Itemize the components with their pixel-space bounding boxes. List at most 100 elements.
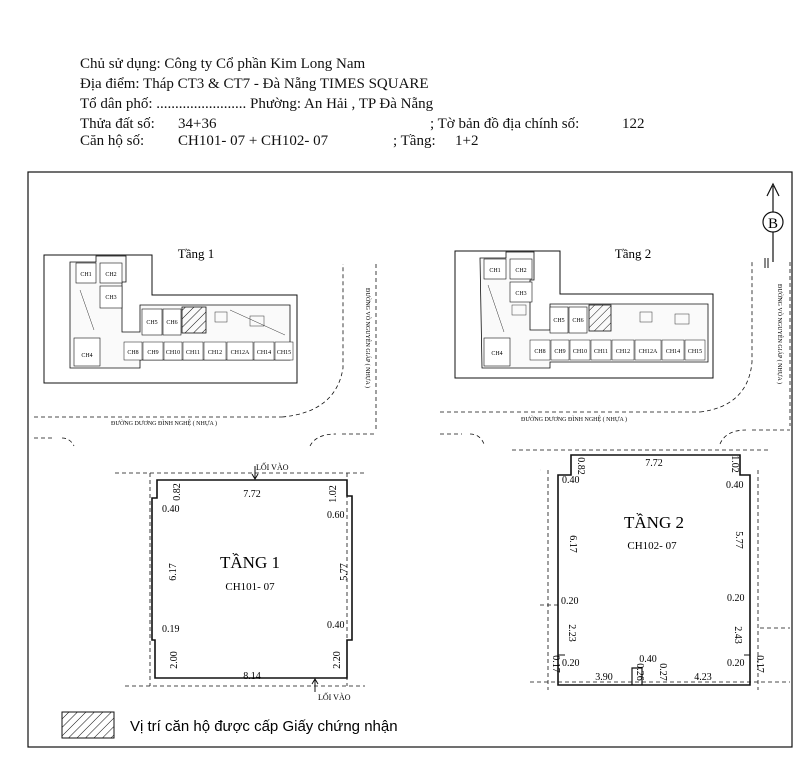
dim-bottom-right-offset: 0.20 bbox=[727, 658, 745, 669]
svg-text:CH8: CH8 bbox=[534, 349, 545, 355]
north-marker-letter: B bbox=[768, 216, 778, 232]
dim-bottom-left-offset: 0.19 bbox=[162, 624, 180, 635]
dim-top: 7.72 bbox=[243, 489, 261, 500]
road-south-floor1: ĐƯỜNG DƯƠNG ĐÌNH NGHỆ ( NHỰA ) bbox=[111, 419, 217, 427]
dim-left-low: 2.23 bbox=[566, 624, 577, 642]
legend-hatch-swatch bbox=[61, 711, 115, 739]
floor-value: 1+2 bbox=[455, 133, 479, 149]
svg-text:CH12A: CH12A bbox=[639, 349, 658, 355]
legend-text: Vị trí căn hộ được cấp Giấy chứng nhận bbox=[130, 718, 398, 735]
site-plan-floor1-title: Tầng 1 bbox=[178, 246, 214, 261]
dim-right-mid: 0.20 bbox=[727, 593, 745, 604]
site-plan-floor1 bbox=[43, 254, 298, 384]
floor-label: ; Tầng: bbox=[393, 133, 436, 149]
svg-text:CH1: CH1 bbox=[80, 272, 91, 278]
floor2-dimensions: 7.72 6.17 5.77 0.82 0.40 1.02 0.40 0.20 … bbox=[550, 455, 765, 683]
svg-text:CH11: CH11 bbox=[186, 350, 200, 356]
svg-text:CH1: CH1 bbox=[489, 268, 500, 274]
floor1-entrance-bottom-label: LỐI VÀO bbox=[318, 692, 351, 702]
svg-text:CH6: CH6 bbox=[572, 318, 583, 324]
dim-bottom-mid: 0.40 bbox=[639, 654, 657, 665]
svg-text:CH12A: CH12A bbox=[231, 350, 250, 356]
svg-text:CH10: CH10 bbox=[573, 349, 587, 355]
dim-bottom-left-offset: 0.20 bbox=[562, 658, 580, 669]
roads-floor1 bbox=[34, 264, 377, 447]
dim-bottom-right-vertical: 2.20 bbox=[332, 651, 343, 669]
dim-bottom-left-vertical: 2.00 bbox=[169, 651, 180, 669]
parcel-value: 34+36 bbox=[178, 116, 217, 132]
dim-top-left-vertical: 0.82 bbox=[172, 483, 183, 501]
dim-bottom-right-offset: 0.40 bbox=[327, 620, 345, 631]
site-plan-floor2-title: Tầng 2 bbox=[615, 246, 651, 261]
dim-right: 5.77 bbox=[733, 531, 744, 549]
svg-text:CH12: CH12 bbox=[208, 350, 222, 356]
dim-top: 7.72 bbox=[645, 458, 663, 469]
dim-bottom-mid-vertical-1: 0.26 bbox=[634, 663, 645, 681]
svg-text:CH9: CH9 bbox=[147, 350, 158, 356]
parcel-label: Thửa đất số: bbox=[80, 116, 155, 132]
svg-text:CH5: CH5 bbox=[553, 318, 564, 324]
site-plan-floor2-labels: CH1 CH2 CH3 CH4 CH5 CH6 CH8 CH9 CH10 CH1… bbox=[489, 268, 702, 357]
location-line: Địa điểm: Tháp CT3 & CT7 - Đà Nẵng TIMES… bbox=[80, 76, 429, 92]
floor1-entrance-top-label: LỐI VÀO bbox=[256, 462, 289, 472]
svg-text:CH3: CH3 bbox=[105, 295, 116, 301]
svg-text:CH14: CH14 bbox=[666, 349, 680, 355]
floor1-plan bbox=[115, 466, 365, 692]
svg-text:CH3: CH3 bbox=[515, 291, 526, 297]
dim-bottom: 8.14 bbox=[243, 671, 261, 682]
dim-left: 6.17 bbox=[168, 563, 179, 581]
svg-text:CH8: CH8 bbox=[127, 350, 138, 356]
floor2-title: TẦNG 2 bbox=[624, 513, 684, 532]
site-plan-floor2 bbox=[454, 250, 714, 379]
dim-bottom-right: 4.23 bbox=[694, 672, 712, 683]
dim-top-right-offset: 0.60 bbox=[327, 510, 345, 521]
floor1-unit-code: CH101- 07 bbox=[225, 581, 275, 593]
svg-text:CH10: CH10 bbox=[166, 350, 180, 356]
dim-bottom-right-vertical: 0.17 bbox=[754, 655, 765, 673]
svg-text:CH9: CH9 bbox=[554, 349, 565, 355]
parcel-line: Thửa đất số: bbox=[80, 116, 155, 133]
dim-bottom-left-vertical: 0.17 bbox=[550, 655, 561, 673]
roads-floor2 bbox=[440, 262, 791, 445]
unit-ch7-highlight-floor2 bbox=[588, 304, 612, 332]
svg-text:CH15: CH15 bbox=[688, 349, 702, 355]
unit-label: Căn hộ số: bbox=[80, 133, 145, 149]
dim-top-left-offset: 0.40 bbox=[562, 475, 580, 486]
site-plan-floor1-labels: CH1 CH2 CH3 CH4 CH5 CH6 CH8 CH9 CH10 CH1… bbox=[80, 272, 291, 359]
dim-left-mid: 0.20 bbox=[561, 596, 579, 607]
floor2-unit-code: CH102- 07 bbox=[627, 540, 677, 552]
dim-top-left-vertical: 0.82 bbox=[575, 457, 586, 475]
svg-text:CH4: CH4 bbox=[491, 351, 502, 357]
floor2-plan bbox=[512, 449, 790, 690]
floor1-dimensions: 7.72 8.14 6.17 5.77 0.82 0.40 1.02 0.60 … bbox=[162, 483, 350, 682]
dim-top-right-offset: 0.40 bbox=[726, 480, 744, 491]
floor1-title: TẦNG 1 bbox=[220, 553, 280, 572]
svg-text:CH11: CH11 bbox=[594, 349, 608, 355]
svg-text:CH15: CH15 bbox=[277, 350, 291, 356]
drawing-frame bbox=[27, 171, 793, 748]
dim-top-right-vertical: 1.02 bbox=[729, 455, 740, 473]
unit-ch7-highlight-floor1 bbox=[181, 306, 207, 334]
owner-line: Chủ sử dụng: Công ty Cổ phần Kim Long Na… bbox=[80, 56, 366, 72]
ward-line: Tổ dân phố: ........................ Phư… bbox=[80, 96, 434, 112]
road-south-floor2: ĐƯỜNG DƯƠNG ĐÌNH NGHỆ ( NHỰA ) bbox=[521, 415, 627, 423]
north-arrow-icon bbox=[762, 182, 784, 268]
dim-bottom-mid-vertical-2: 0.27 bbox=[657, 663, 668, 681]
svg-text:CH2: CH2 bbox=[105, 272, 116, 278]
svg-text:CH4: CH4 bbox=[81, 353, 92, 359]
svg-text:CH2: CH2 bbox=[515, 268, 526, 274]
road-east-floor1: ĐƯỜNG VÕ NGUYÊN GIÁP ( NHỰA ) bbox=[364, 288, 372, 388]
dim-bottom-left: 3.90 bbox=[595, 672, 613, 683]
svg-text:CH5: CH5 bbox=[146, 320, 157, 326]
dim-right-low: 2.43 bbox=[732, 626, 743, 644]
svg-text:CH6: CH6 bbox=[166, 320, 177, 326]
dim-left: 6.17 bbox=[567, 535, 578, 553]
unit-value: CH101- 07 + CH102- 07 bbox=[178, 133, 329, 149]
svg-text:CH14: CH14 bbox=[257, 350, 271, 356]
dim-right: 5.77 bbox=[339, 563, 350, 581]
map-sheet-value: 122 bbox=[622, 116, 645, 132]
dim-top-right-vertical: 1.02 bbox=[328, 485, 339, 503]
map-sheet-label: ; Tờ bản đồ địa chính số: bbox=[430, 116, 580, 132]
road-east-floor2: ĐƯỜNG VÕ NGUYÊN GIÁP ( NHỰA ) bbox=[776, 284, 784, 384]
